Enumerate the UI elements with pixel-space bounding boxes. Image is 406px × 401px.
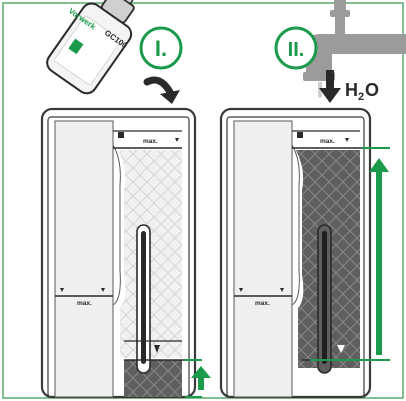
level-arrow-large-icon (310, 147, 390, 361)
water-drop-icon (318, 82, 322, 98)
step-2-label: II. (288, 39, 305, 61)
max-label-left-middle: max. (77, 300, 92, 307)
tank-right (219, 107, 372, 399)
pour-arrow-icon (143, 76, 174, 96)
pour-down-arrow-icon (319, 70, 341, 103)
max-label-right-middle: max. (255, 300, 270, 307)
water-tap-icon (303, 0, 406, 81)
water-label-h: H (345, 80, 358, 100)
water-label-o: O (365, 80, 379, 100)
step-1-label: I. (155, 36, 167, 61)
max-label-left-top: max. (143, 138, 158, 145)
max-label-right-top: max. (320, 138, 335, 145)
level-arrow-small-icon (185, 359, 211, 398)
step-1-badge (139, 26, 183, 70)
detergent-bottle (46, 0, 135, 95)
step-2-badge (274, 26, 318, 70)
water-label-sub: 2 (358, 91, 364, 103)
tank-left (40, 107, 197, 399)
